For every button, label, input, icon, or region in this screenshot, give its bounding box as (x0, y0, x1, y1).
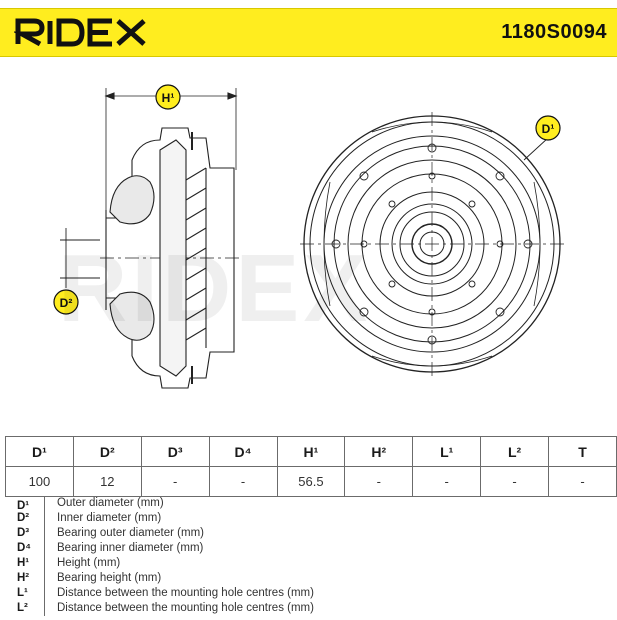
spec-table: D¹ D² D³ D⁴ H¹ H² L¹ L² T 100 12 - - 56.… (5, 436, 617, 497)
legend-code: H² (5, 571, 45, 586)
spec-value: 56.5 (276, 466, 346, 497)
legend-desc: Bearing outer diameter (mm) (57, 527, 204, 539)
legend-desc: Outer diameter (mm) (57, 497, 164, 509)
legend-item: D¹ Outer diameter (mm) (5, 496, 617, 512)
spec-value: 12 (72, 466, 142, 497)
legend-item: H¹ Height (mm) (5, 556, 617, 571)
spec-header: H¹ (276, 436, 346, 467)
legend-code: L² (5, 601, 45, 616)
legend: D¹ Outer diameter (mm) D² Inner diameter (… (5, 496, 617, 616)
dimension-badges: H¹ D² D¹ (53, 84, 561, 315)
spec-value: 100 (5, 466, 74, 497)
spec-header-row: D¹ D² D³ D⁴ H¹ H² L¹ L² T (5, 436, 617, 467)
legend-code: L¹ (5, 586, 45, 601)
spec-header: D⁴ (208, 436, 278, 467)
spec-header: L¹ (412, 436, 482, 467)
spec-value: - (412, 466, 482, 497)
part-number: 1180S0094 (501, 21, 607, 43)
spec-value: - (208, 466, 278, 497)
dimension-leaders (60, 137, 549, 288)
d1-label: D¹ (542, 122, 555, 136)
legend-code: D¹ (5, 496, 45, 512)
legend-item: H² Bearing height (mm) (5, 571, 617, 586)
legend-desc: Inner diameter (mm) (57, 512, 162, 524)
legend-desc: Bearing height (mm) (57, 572, 162, 584)
legend-code: D² (5, 511, 45, 526)
spec-value-row: 100 12 - - 56.5 - - - - (5, 466, 617, 497)
d2-label: D² (60, 296, 73, 310)
header-bar: 1180S0094 (0, 8, 617, 57)
spec-header: H² (344, 436, 414, 467)
spec-header: T (548, 436, 617, 467)
legend-item: D³ Bearing outer diameter (mm) (5, 526, 617, 541)
spec-header: D² (72, 436, 142, 467)
legend-item: D⁴ Bearing inner diameter (mm) (5, 541, 617, 556)
legend-desc: Distance between the mounting hole centr… (57, 602, 314, 614)
legend-item: D² Inner diameter (mm) (5, 511, 617, 526)
legend-desc: Distance between the mounting hole centr… (57, 587, 314, 599)
legend-code: D⁴ (5, 541, 45, 556)
spec-header: D¹ (5, 436, 74, 467)
legend-code: H¹ (5, 556, 45, 571)
legend-desc: Height (mm) (57, 557, 121, 569)
legend-item: L¹ Distance between the mounting hole cen… (5, 586, 617, 601)
spec-value: - (480, 466, 549, 497)
legend-item: L² Distance between the mounting hole cen… (5, 601, 617, 616)
spec-header: D³ (140, 436, 210, 467)
legend-code: D³ (5, 526, 45, 541)
spec-value: - (344, 466, 414, 497)
h1-label: H¹ (162, 91, 175, 105)
ridex-watermark: RIDEX (58, 235, 372, 342)
technical-drawing: RIDEX (0, 56, 617, 434)
spec-header: L² (480, 436, 549, 467)
drawing-canvas: H¹ D² D¹ (53, 84, 564, 389)
legend-desc: Bearing inner diameter (mm) (57, 542, 204, 554)
ridex-logo (14, 18, 146, 47)
spec-value: - (140, 466, 210, 497)
spec-value: - (548, 466, 617, 497)
side-view (100, 88, 240, 389)
front-view (300, 112, 564, 376)
